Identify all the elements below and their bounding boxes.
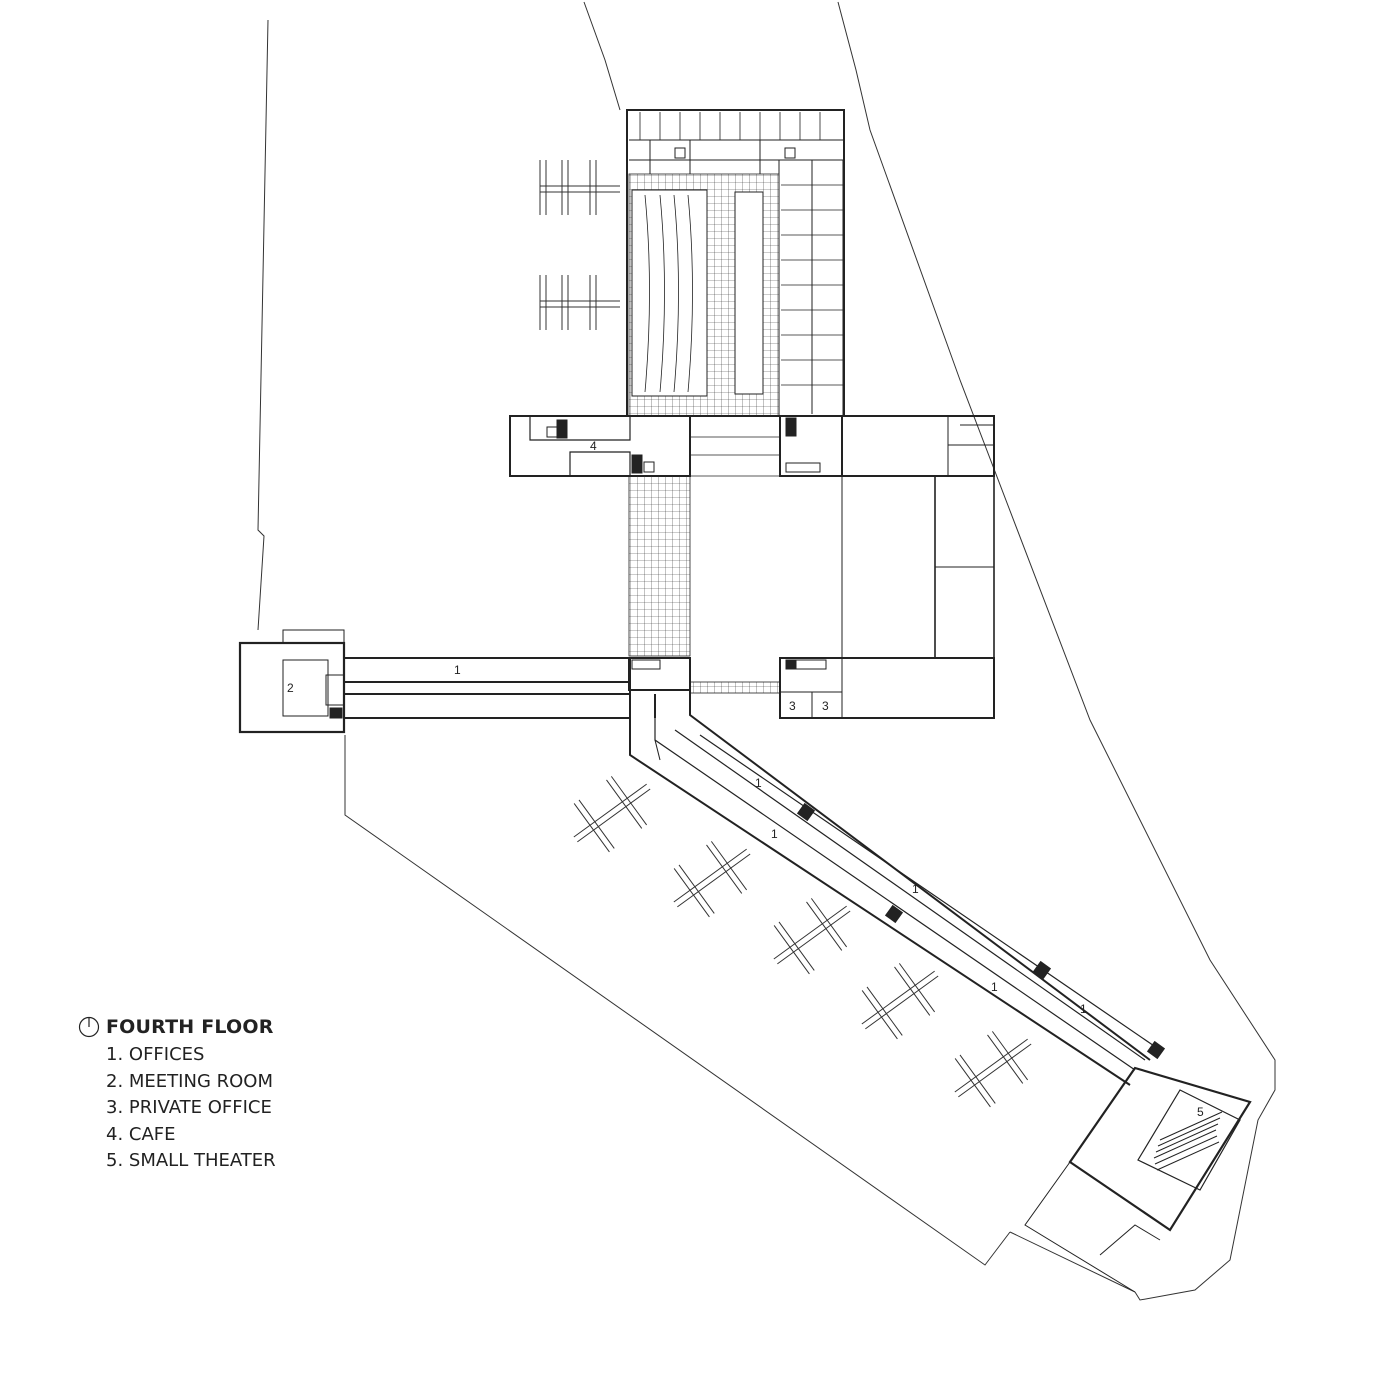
room-label-theater: 5 bbox=[1197, 1105, 1204, 1119]
legend: FOURTH FLOOR 1. OFFICES 2. MEETING ROOM … bbox=[78, 1016, 276, 1175]
legend-item: 5. SMALL THEATER bbox=[106, 1150, 276, 1171]
room-label-private: 3 bbox=[789, 699, 796, 713]
room-label-offices: 1 bbox=[454, 663, 461, 677]
legend-item: 2. MEETING ROOM bbox=[106, 1070, 273, 1092]
north-office-block bbox=[626, 109, 845, 417]
room-label-private: 3 bbox=[822, 699, 829, 713]
parking-stalls bbox=[539, 160, 1032, 1108]
room-label-meeting: 2 bbox=[287, 681, 294, 695]
room-labels: 1 1 1 1 1 1 2 3 3 4 5 bbox=[287, 439, 1204, 1119]
north-arrow-icon bbox=[78, 1016, 100, 1038]
legend-title: FOURTH FLOOR bbox=[106, 1016, 274, 1038]
theater-block bbox=[1024, 1066, 1252, 1293]
room-label-offices: 1 bbox=[1080, 1002, 1087, 1016]
room-label-offices: 1 bbox=[755, 776, 762, 790]
west-bridge bbox=[238, 629, 656, 734]
legend-list: 1. OFFICES 2. MEETING ROOM 3. PRIVATE OF… bbox=[106, 1042, 276, 1175]
legend-item: 3. PRIVATE OFFICE bbox=[106, 1097, 272, 1118]
site-boundary bbox=[257, 1, 1276, 1301]
room-label-cafe: 4 bbox=[590, 439, 597, 453]
room-label-offices: 1 bbox=[912, 882, 919, 896]
diagonal-wing bbox=[629, 658, 1166, 1086]
room-label-offices: 1 bbox=[991, 980, 998, 994]
legend-item: 1. OFFICES bbox=[106, 1044, 205, 1065]
east-wing bbox=[628, 657, 995, 719]
central-band bbox=[509, 415, 995, 477]
central-atrium bbox=[628, 475, 995, 694]
legend-title-row: FOURTH FLOOR bbox=[78, 1016, 276, 1038]
room-label-offices: 1 bbox=[771, 827, 778, 841]
legend-item: 4. CAFE bbox=[106, 1123, 176, 1145]
